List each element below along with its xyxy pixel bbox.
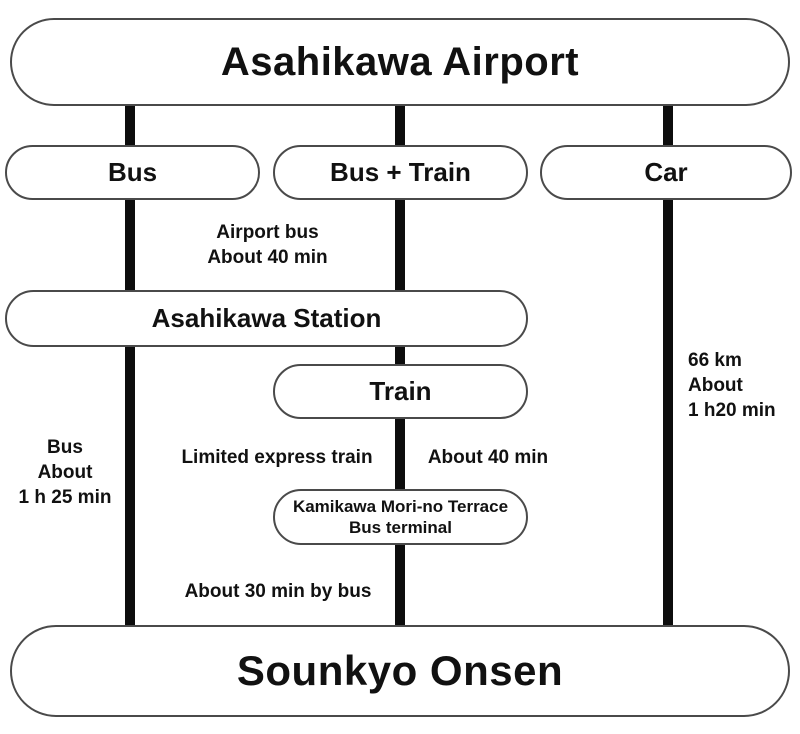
label-airport-bus-line1: Airport bus [216, 222, 319, 243]
label-car-duration-line2: About [688, 375, 743, 396]
label-bus-to-onsen-text: About 30 min by bus [184, 581, 372, 602]
label-bus-duration-line2: About [37, 462, 93, 483]
label-limited-express: Limited express train [168, 445, 386, 470]
label-bus-duration: Bus About 1 h 25 min [5, 435, 125, 510]
label-bus-duration-line3: 1 h 25 min [18, 487, 112, 508]
label-airport-bus-line2: About 40 min [207, 247, 328, 268]
label-limited-express-text: Limited express train [181, 447, 373, 468]
node-train: Train [273, 364, 528, 419]
route-pill-bus: Bus [5, 145, 260, 200]
node-asahikawa-station-label: Asahikawa Station [151, 303, 382, 333]
route-pill-car-label: Car [644, 157, 688, 187]
node-asahikawa-station: Asahikawa Station [5, 290, 528, 347]
label-train-duration-text: About 40 min [427, 447, 549, 468]
node-kamikawa-terrace-line2: Bus terminal [349, 518, 452, 537]
route-pill-bus-train: Bus + Train [273, 145, 528, 200]
connector-line-car [663, 100, 673, 635]
node-asahikawa-airport-label: Asahikawa Airport [220, 39, 580, 84]
node-sounkyo-onsen: Sounkyo Onsen [10, 625, 790, 717]
node-sounkyo-onsen-label: Sounkyo Onsen [236, 647, 564, 694]
label-car-duration-line1: 66 km [688, 350, 742, 371]
label-car-duration: 66 km About 1 h20 min [688, 348, 793, 423]
node-train-label: Train [369, 376, 432, 406]
connector-line-bus [125, 100, 135, 635]
label-bus-to-onsen: About 30 min by bus [168, 579, 388, 604]
label-airport-bus: Airport bus About 40 min [170, 220, 365, 270]
node-kamikawa-terrace-line1: Kamikawa Mori-no Terrace [292, 497, 509, 516]
label-train-duration: About 40 min [418, 445, 558, 470]
label-bus-duration-line1: Bus [47, 437, 83, 458]
route-pill-bus-label: Bus [107, 157, 158, 187]
route-pill-bus-train-label: Bus + Train [330, 157, 471, 187]
label-car-duration-line3: 1 h20 min [688, 400, 776, 421]
node-kamikawa-terrace: Kamikawa Mori-no Terrace Bus terminal [273, 489, 528, 545]
route-pill-car: Car [540, 145, 792, 200]
node-asahikawa-airport: Asahikawa Airport [10, 18, 790, 106]
